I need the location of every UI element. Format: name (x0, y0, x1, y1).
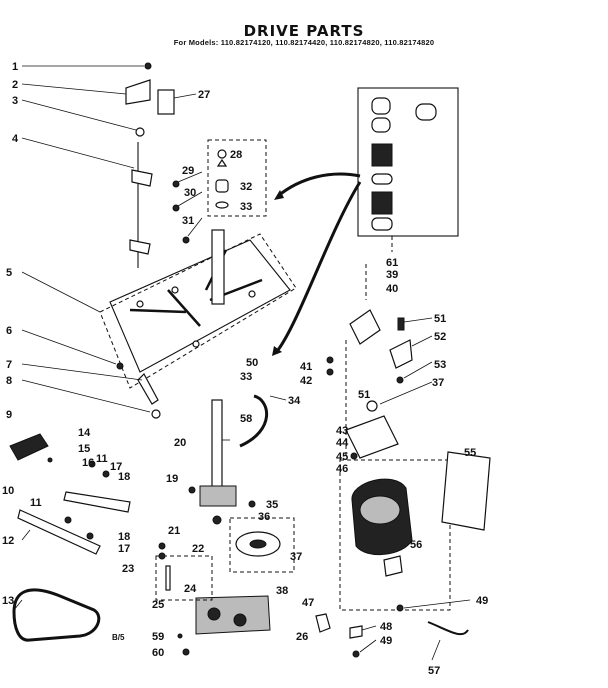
callout: 11 (96, 453, 108, 465)
callout: 4 (12, 133, 19, 145)
leader-lines (13, 65, 471, 661)
drive-belt (12, 588, 101, 642)
callout: 53 (434, 359, 446, 371)
callout: 19 (166, 473, 178, 485)
callout: 37 (290, 551, 302, 563)
callout: 38 (276, 585, 288, 597)
bearing-kit-group (272, 87, 459, 356)
transmission-assembly (155, 394, 331, 656)
callout: 58 (240, 413, 252, 425)
callout: 1 (12, 61, 18, 73)
callout: 9 (6, 409, 12, 421)
lever-assembly-left (9, 362, 161, 555)
callout: 8 (6, 375, 12, 387)
callout: 60 (152, 647, 164, 659)
callout: 59 (152, 631, 164, 643)
callout: 15 (78, 443, 90, 455)
callout: 28 (230, 149, 242, 161)
callout: 17 (118, 543, 130, 555)
callout: 3 (12, 95, 18, 107)
callout: 46 (336, 463, 348, 475)
mounting-plate (99, 229, 297, 389)
callout: 40 (386, 283, 398, 295)
callout: 31 (182, 215, 194, 227)
callout: 44 (336, 437, 349, 449)
callout: 35 (266, 499, 278, 511)
motor-assembly (326, 264, 491, 658)
callout: 18 (118, 471, 130, 483)
callout: 34 (288, 395, 301, 407)
model-list: For Models: 110.82174120, 110.82174420, … (173, 38, 435, 47)
callout: 21 (168, 525, 180, 537)
callout: 13 (2, 595, 14, 607)
callout: 33 (240, 201, 252, 213)
callout: 17 (110, 461, 122, 473)
callout: 7 (6, 359, 12, 371)
callout: 51 (434, 313, 446, 325)
callout: 2 (12, 79, 18, 91)
callout: 55 (464, 447, 476, 459)
callout: 41 (300, 361, 312, 373)
callout: 56 (410, 539, 422, 551)
callout: 50 (246, 357, 258, 369)
callout: 26 (296, 631, 308, 643)
callout: 18 (118, 531, 130, 543)
callout: 32 (240, 181, 252, 193)
diagram-title: DRIVE PARTS (243, 22, 365, 40)
callout: 45 (336, 451, 348, 463)
callout: 49 (380, 635, 392, 647)
callout: 24 (184, 583, 197, 595)
callout: 43 (336, 425, 348, 437)
callout: 47 (302, 597, 314, 609)
page-code: B/5 (112, 633, 125, 642)
callout: 11 (30, 497, 42, 509)
callout: 39 (386, 269, 398, 281)
callout: 51 (358, 389, 370, 401)
callout: 49 (476, 595, 488, 607)
bearing-box-upper (207, 139, 267, 217)
callout: 48 (380, 621, 392, 633)
callout: 36 (258, 511, 270, 523)
callout: 61 (386, 257, 398, 269)
callout: 29 (182, 165, 194, 177)
callout: 27 (198, 89, 210, 101)
callout-labels: 1 2 3 4 5 6 7 8 9 10 11 11 12 13 14 15 1… (2, 61, 488, 677)
callout: 14 (78, 427, 91, 439)
callout: 37 (432, 377, 444, 389)
callout: 20 (174, 437, 186, 449)
callout: 23 (122, 563, 134, 575)
callout: 5 (6, 267, 12, 279)
callout: 16 (82, 457, 94, 469)
callout: 10 (2, 485, 14, 497)
callout: 25 (152, 599, 164, 611)
callout: 30 (184, 187, 196, 199)
callout: 33 (240, 371, 252, 383)
callout: 52 (434, 331, 446, 343)
callout: 12 (2, 535, 14, 547)
callout: 57 (428, 665, 440, 677)
callout: 42 (300, 375, 312, 387)
callout: 22 (192, 543, 204, 555)
callout: 6 (6, 325, 12, 337)
shift-rod-assembly (125, 62, 190, 268)
